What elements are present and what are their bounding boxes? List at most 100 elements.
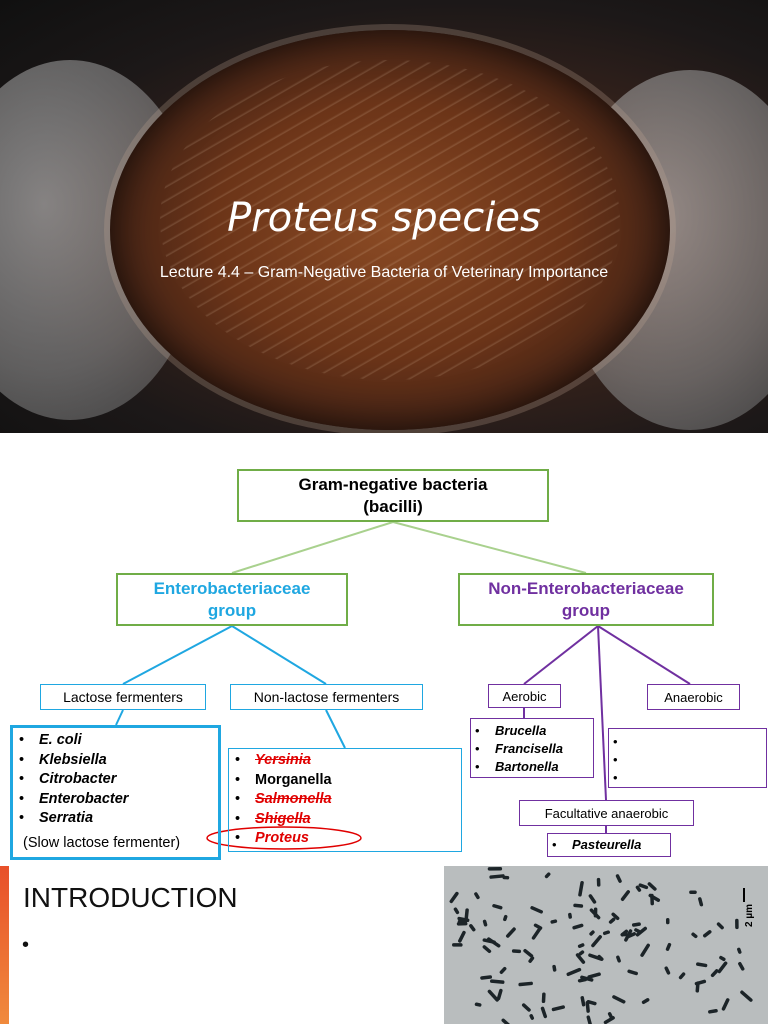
bacterium-rod	[552, 964, 557, 972]
bacterium-rod	[474, 1002, 482, 1007]
accent-bar	[0, 866, 9, 1024]
bacterium-rod	[689, 890, 697, 895]
non-lactose-fermenters-node: Non-lactose fermenters	[230, 684, 423, 710]
bacterium-rod	[503, 914, 508, 922]
bacterium-rod	[612, 995, 626, 1004]
list-item-proteus: Proteus	[231, 829, 461, 849]
connector-lactose-list	[115, 709, 124, 726]
bacterium-rod	[588, 953, 603, 961]
introduction-slide: INTRODUCTION • 2 µm	[0, 866, 768, 1024]
list-item: Citrobacter	[15, 770, 218, 790]
bacterium-rod	[487, 989, 499, 1002]
bacterium-rod	[611, 912, 620, 921]
list-item: Salmonella	[231, 790, 461, 810]
bacterium-rod	[528, 956, 535, 963]
connector-nonlactose-list	[325, 709, 346, 749]
slide-subtitle: Lecture 4.4 – Gram-Negative Bacteria of …	[159, 264, 609, 281]
empty-list-item	[609, 769, 766, 787]
aerobic-list: Brucella Francisella Bartonella	[470, 718, 594, 778]
bacterium-rod	[458, 930, 466, 943]
bacterium-rod	[577, 943, 585, 948]
slow-lactose-note: (Slow lactose fermenter)	[23, 835, 181, 851]
bacterium-rod	[634, 928, 641, 934]
bacterium-rod	[544, 872, 551, 879]
bacterium-rod	[635, 926, 647, 937]
bacterium-rod	[710, 969, 719, 978]
bacterium-rod	[511, 949, 522, 954]
micrograph-rods	[449, 866, 753, 1024]
bacterium-rod	[480, 975, 493, 980]
bacterium-rod	[616, 955, 621, 963]
bacterium-rod	[602, 930, 610, 936]
bacterium-rod	[591, 935, 602, 948]
bacterial-streaks	[160, 60, 620, 380]
introduction-title: INTRODUCTION	[23, 882, 238, 913]
bacterium-rod	[620, 890, 630, 901]
list-item: Yersinia	[231, 751, 461, 771]
bacterium-rod	[573, 903, 584, 908]
bacterium-rod	[482, 945, 492, 954]
root-line1: Gram-negative bacteria	[298, 474, 488, 494]
bacterium-rod	[457, 916, 470, 922]
bacterium-rod	[626, 932, 637, 939]
bacterium-rod	[580, 975, 594, 982]
bacterium-rod	[496, 988, 503, 1001]
empty-list-item	[609, 733, 766, 751]
bacterium-rod	[530, 906, 543, 914]
bacterium-rod	[665, 942, 672, 951]
bacterium-rod	[568, 912, 572, 919]
bacterium-rod	[464, 908, 469, 920]
bacterium-rod	[474, 892, 480, 900]
bacterium-rod	[487, 866, 503, 871]
bacterium-rod	[627, 969, 638, 976]
bacterium-rod	[665, 918, 670, 925]
connector-nonentero-anaerobic	[597, 625, 691, 685]
bacterium-rod	[716, 922, 724, 930]
bacterium-rod	[631, 922, 641, 927]
bacterium-rod	[566, 967, 582, 977]
bacterium-rod	[717, 961, 728, 974]
anaerobic-node: Anaerobic	[647, 684, 740, 710]
aerobic-node: Aerobic	[488, 684, 561, 708]
bacterium-rod	[499, 966, 507, 974]
bacterium-rod	[615, 874, 622, 883]
bacterium-rod	[490, 979, 505, 984]
bacterium-rod	[518, 981, 533, 987]
bacterium-rod	[505, 927, 516, 938]
entero-line1: Enterobacteriaceae	[153, 578, 311, 598]
bacterium-rod	[449, 891, 459, 904]
facultative-list: Pasteurella	[547, 833, 671, 857]
bacterium-rod	[531, 926, 542, 940]
bacterium-rod	[608, 917, 616, 924]
entero-line2: group	[207, 600, 257, 620]
root-line2: (bacilli)	[363, 496, 423, 516]
connector-entero-nonlactose	[231, 625, 327, 685]
bacterium-rod	[541, 992, 546, 1004]
bacterium-rod	[737, 947, 742, 954]
bacterium-rod	[575, 953, 586, 964]
anaerobic-list	[608, 728, 767, 788]
bacterium-rod	[521, 1003, 531, 1012]
bacterium-rod	[523, 948, 534, 958]
bacterium-rod	[708, 1009, 718, 1014]
bacterium-rod	[586, 1015, 594, 1024]
bacterium-rod	[607, 1012, 613, 1019]
bacterium-rod	[482, 938, 496, 944]
bacterium-rod	[489, 874, 505, 879]
bacterium-rod	[588, 894, 597, 904]
bacterium-rod	[738, 962, 745, 971]
bacterium-rod	[638, 883, 649, 890]
bacterium-rod	[551, 1005, 565, 1012]
bacterium-rod	[648, 893, 661, 902]
lactose-fermenters-list: E. coli Klebsiella Citrobacter Enterobac…	[10, 725, 221, 860]
list-item: Brucella	[471, 722, 593, 740]
bacterium-rod	[540, 1006, 548, 1019]
bacterium-rod	[641, 998, 650, 1005]
connector-nonentero-aerobic	[523, 625, 599, 685]
bacterium-rod	[482, 919, 488, 927]
bacterium-rod	[635, 885, 642, 892]
slide-title: Proteus species	[227, 195, 541, 241]
bacterium-rod	[453, 907, 460, 915]
